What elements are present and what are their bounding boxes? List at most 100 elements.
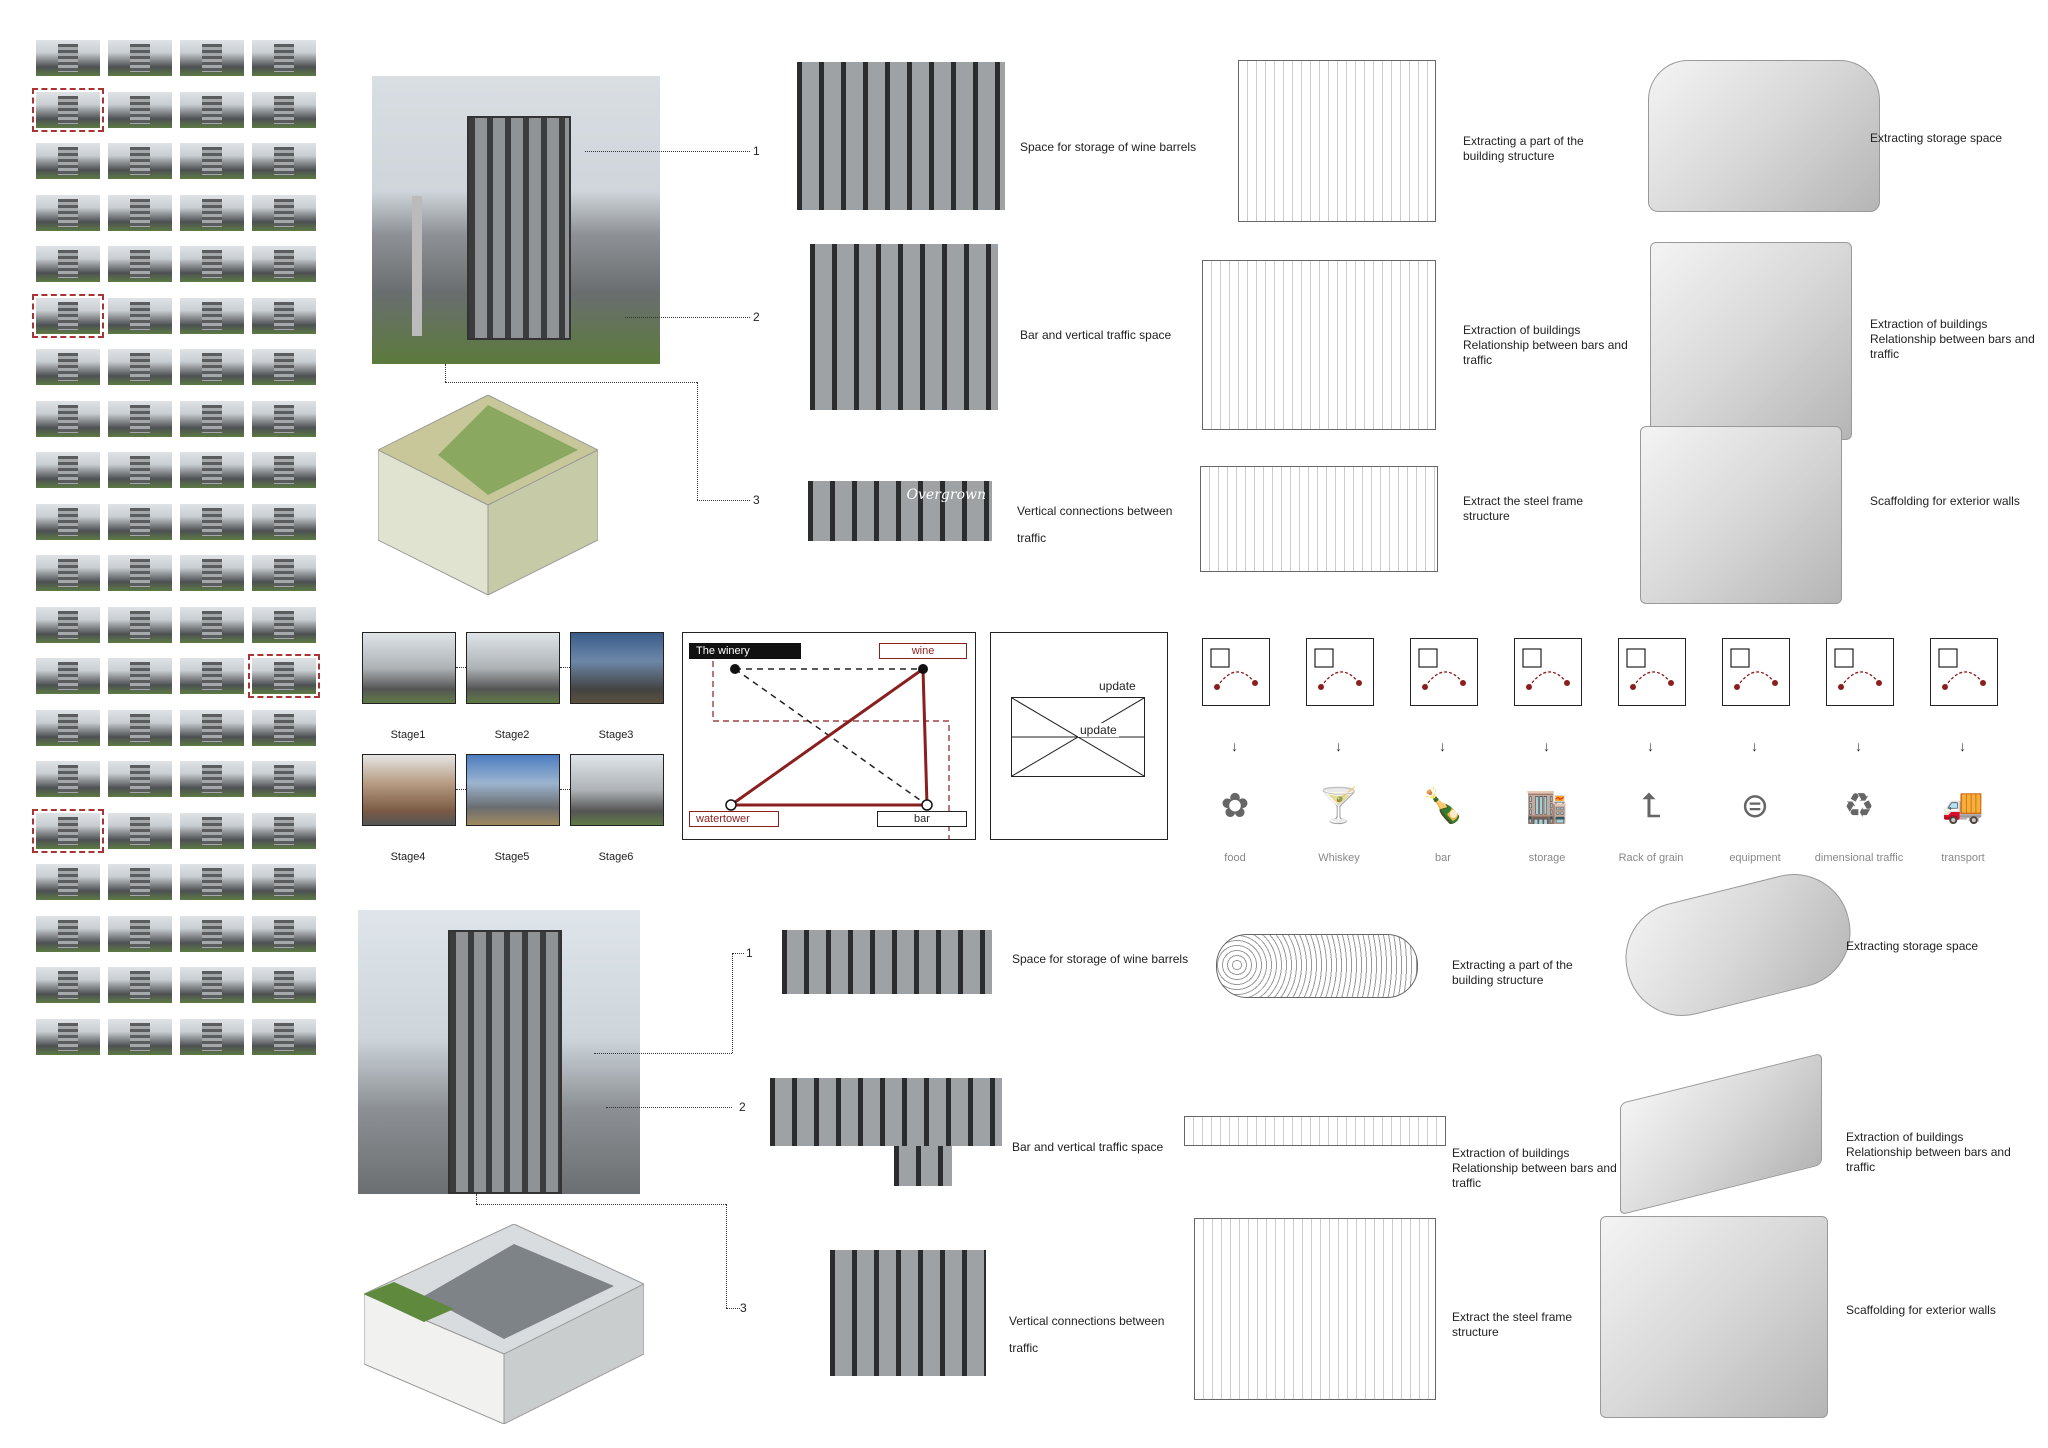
top-sketch-label-1: Extracting a part of the building struct… xyxy=(1463,134,1584,163)
sketch-relationship-top xyxy=(1202,260,1436,430)
stage-link-4 xyxy=(560,789,570,790)
thumbnail-r0-c0 xyxy=(36,40,100,76)
bottom-sketch-label-2: Extraction of buildings Relationship bet… xyxy=(1452,1146,1617,1190)
model-storage-bottom xyxy=(1613,862,1863,1028)
turn-arrow-icon: ⮤ xyxy=(1640,786,1662,825)
stage-2-photo xyxy=(466,632,560,704)
main-tower-photo-top xyxy=(372,76,660,364)
thumbnail-r3-c3 xyxy=(252,194,316,231)
icon-label-0: food xyxy=(1224,852,1246,864)
thumbnail-r2-c0 xyxy=(36,143,100,179)
update-inner-box: update xyxy=(1011,697,1145,777)
thumbnail-r7-c0 xyxy=(36,400,100,437)
update-diagram: update update xyxy=(990,632,1168,840)
thumbnail-r5-c1 xyxy=(108,297,172,334)
stage-2-label: Stage2 xyxy=(494,729,530,741)
crop-vertical-top: Overgrown xyxy=(808,481,992,541)
callout-line-1 xyxy=(585,151,750,152)
bottom-callout-number-3: 3 xyxy=(740,1301,747,1315)
diagram-box-0 xyxy=(1202,638,1270,706)
bottom-callout-line-3d xyxy=(726,1308,740,1309)
sketch-steel-frame-top xyxy=(1200,466,1438,572)
thumbnail-r3-c2 xyxy=(180,194,244,231)
thumbnail-r5-c3 xyxy=(252,297,316,334)
callout-line-2 xyxy=(625,317,750,318)
icon-label-5: equipment xyxy=(1729,852,1781,864)
sketch-structure-top xyxy=(1238,60,1436,222)
bottom-model-label-1: Extracting storage space xyxy=(1846,939,1979,953)
thumbnail-r15-c0 xyxy=(32,808,104,853)
relationship-node-winery: The winery xyxy=(689,643,801,659)
callout-line-3d xyxy=(697,500,750,501)
thumbnail-r9-c2 xyxy=(180,503,244,540)
model-scaffolding-bottom xyxy=(1600,1216,1828,1418)
down-arrow-icon: ↓ xyxy=(1855,738,1862,754)
thumbnail-r0-c2 xyxy=(180,40,244,76)
thumbnail-r12-c1 xyxy=(108,658,172,694)
bottom-callout-line-1a xyxy=(594,1053,732,1054)
cocktail-icon: 🍸 xyxy=(1317,787,1361,825)
down-arrow-icon: ↓ xyxy=(1647,738,1654,754)
update-cross-lines xyxy=(1012,698,1144,776)
tower-spire xyxy=(412,196,422,336)
model-relationship-bottom xyxy=(1620,1052,1822,1216)
bottom-sketch-label-1: Extracting a part of the building struct… xyxy=(1452,958,1573,987)
equipment-icon: ⊜ xyxy=(1740,787,1770,825)
bottle-icon: 🍾 xyxy=(1421,787,1465,825)
thumbnail-r1-c3 xyxy=(252,91,316,128)
down-arrow-icon: ↓ xyxy=(1751,738,1758,754)
thumbnail-r3-c1 xyxy=(108,194,172,231)
isometric-terrain-top xyxy=(378,395,598,595)
thumbnail-r16-c2 xyxy=(180,864,244,900)
thumbnail-r8-c2 xyxy=(180,452,244,488)
thumbnail-r17-c2 xyxy=(180,915,244,952)
stage-link-3 xyxy=(456,789,466,790)
callout-number-1: 1 xyxy=(753,144,760,158)
thumbnail-r10-c1 xyxy=(108,555,172,591)
diagram-box-2 xyxy=(1410,638,1478,706)
thumbnail-r10-c3 xyxy=(252,555,316,591)
crop-bar-top xyxy=(810,244,998,410)
callout-line-3a xyxy=(445,364,446,382)
thumbnail-r7-c3 xyxy=(252,400,316,437)
stage-3-photo xyxy=(570,632,664,704)
bottom-model-label-2: Extraction of buildings Relationship bet… xyxy=(1846,1130,2011,1174)
diagram-box-5 xyxy=(1722,638,1790,706)
thumbnail-r8-c3 xyxy=(252,452,316,488)
bottom-callout-line-3a xyxy=(476,1194,477,1204)
thumbnail-r7-c2 xyxy=(180,400,244,437)
thumbnail-r1-c1 xyxy=(108,91,172,128)
thumbnail-r13-c1 xyxy=(108,709,172,746)
top-crop-label-2: Bar and vertical traffic space xyxy=(1020,328,1172,342)
thumbnail-r0-c1 xyxy=(108,40,172,76)
top-model-label-1: Extracting storage space xyxy=(1870,131,2003,145)
tower-body-bottom xyxy=(448,930,562,1194)
thumbnail-r11-c3 xyxy=(252,606,316,643)
bottom-callout-line-1c xyxy=(732,953,744,954)
thumbnail-r1-c2 xyxy=(180,91,244,128)
update-inner-label: update xyxy=(1078,723,1119,737)
relationship-node-bar: bar xyxy=(877,811,967,827)
icon-label-1: Whiskey xyxy=(1318,852,1360,864)
sketch-steel-frame-bottom xyxy=(1194,1218,1436,1400)
down-arrow-icon: ↓ xyxy=(1439,738,1446,754)
thumbnail-r8-c0 xyxy=(36,452,100,488)
bottom-callout-line-3c xyxy=(726,1204,727,1308)
thumbnail-r18-c1 xyxy=(108,967,172,1003)
stage-1-photo xyxy=(362,632,456,704)
thumbnail-r5-c0 xyxy=(32,293,104,338)
top-model-label-2: Extraction of buildings Relationship bet… xyxy=(1870,317,2035,361)
model-storage-top xyxy=(1648,60,1880,212)
thumbnail-r1-c0 xyxy=(32,87,104,132)
update-outer-label: update xyxy=(1099,679,1136,693)
thumbnail-r6-c2 xyxy=(180,349,244,385)
sketch-relationship-bottom xyxy=(1184,1116,1446,1146)
bottom-crop-label-1: Space for storage of wine barrels xyxy=(1012,952,1189,966)
icon-label-3: storage xyxy=(1528,852,1566,864)
thumbnail-r4-c0 xyxy=(36,246,100,282)
bottom-sketch-label-3: Extract the steel frame structure xyxy=(1452,1310,1573,1339)
bottom-crop-label-3: Vertical connections between traffic xyxy=(1009,1314,1165,1355)
thumbnail-r11-c2 xyxy=(180,606,244,643)
relationship-node-wine: wine xyxy=(879,643,967,659)
icon-label-4: Rack of grain xyxy=(1618,852,1684,864)
